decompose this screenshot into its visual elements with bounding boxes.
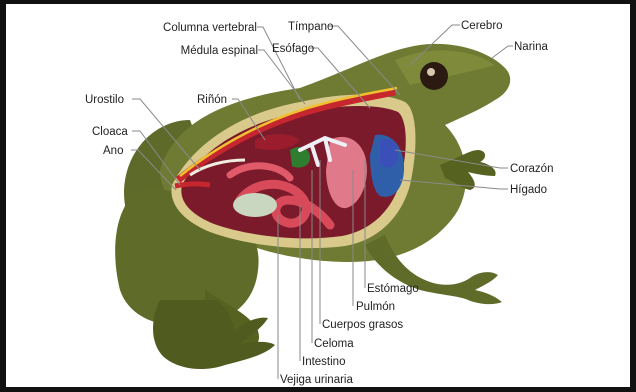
label-vejiga-urinaria: Vejiga urinaria [280, 374, 353, 386]
label-cloaca: Cloaca [92, 126, 128, 138]
label-timpano: Tímpano [288, 21, 333, 33]
label-corazon: Corazón [510, 163, 553, 175]
label-higado: Hígado [510, 184, 547, 196]
eye-icon [420, 62, 448, 90]
label-columna-vertebral: Columna vertebral [163, 22, 257, 34]
label-narina: Narina [514, 41, 548, 53]
label-cuerpos-grasos: Cuerpos grasos [322, 319, 403, 331]
frog-illustration [115, 44, 510, 369]
cloaca [175, 184, 210, 186]
eye-pupil-highlight [427, 68, 435, 76]
leader-narina [492, 46, 513, 58]
label-medula-espinal: Médula espinal [181, 45, 258, 57]
urinary-bladder [233, 193, 277, 217]
label-urostilo: Urostilo [85, 94, 124, 106]
label-estomago: Estómago [367, 283, 419, 295]
label-intestino: Intestino [302, 356, 345, 368]
label-ano: Ano [103, 145, 123, 157]
label-esofago: Esófago [272, 43, 314, 55]
label-celoma: Celoma [314, 338, 354, 350]
label-rinon: Riñón [197, 94, 227, 106]
label-cerebro: Cerebro [461, 20, 503, 32]
label-pulmon: Pulmón [356, 301, 395, 313]
